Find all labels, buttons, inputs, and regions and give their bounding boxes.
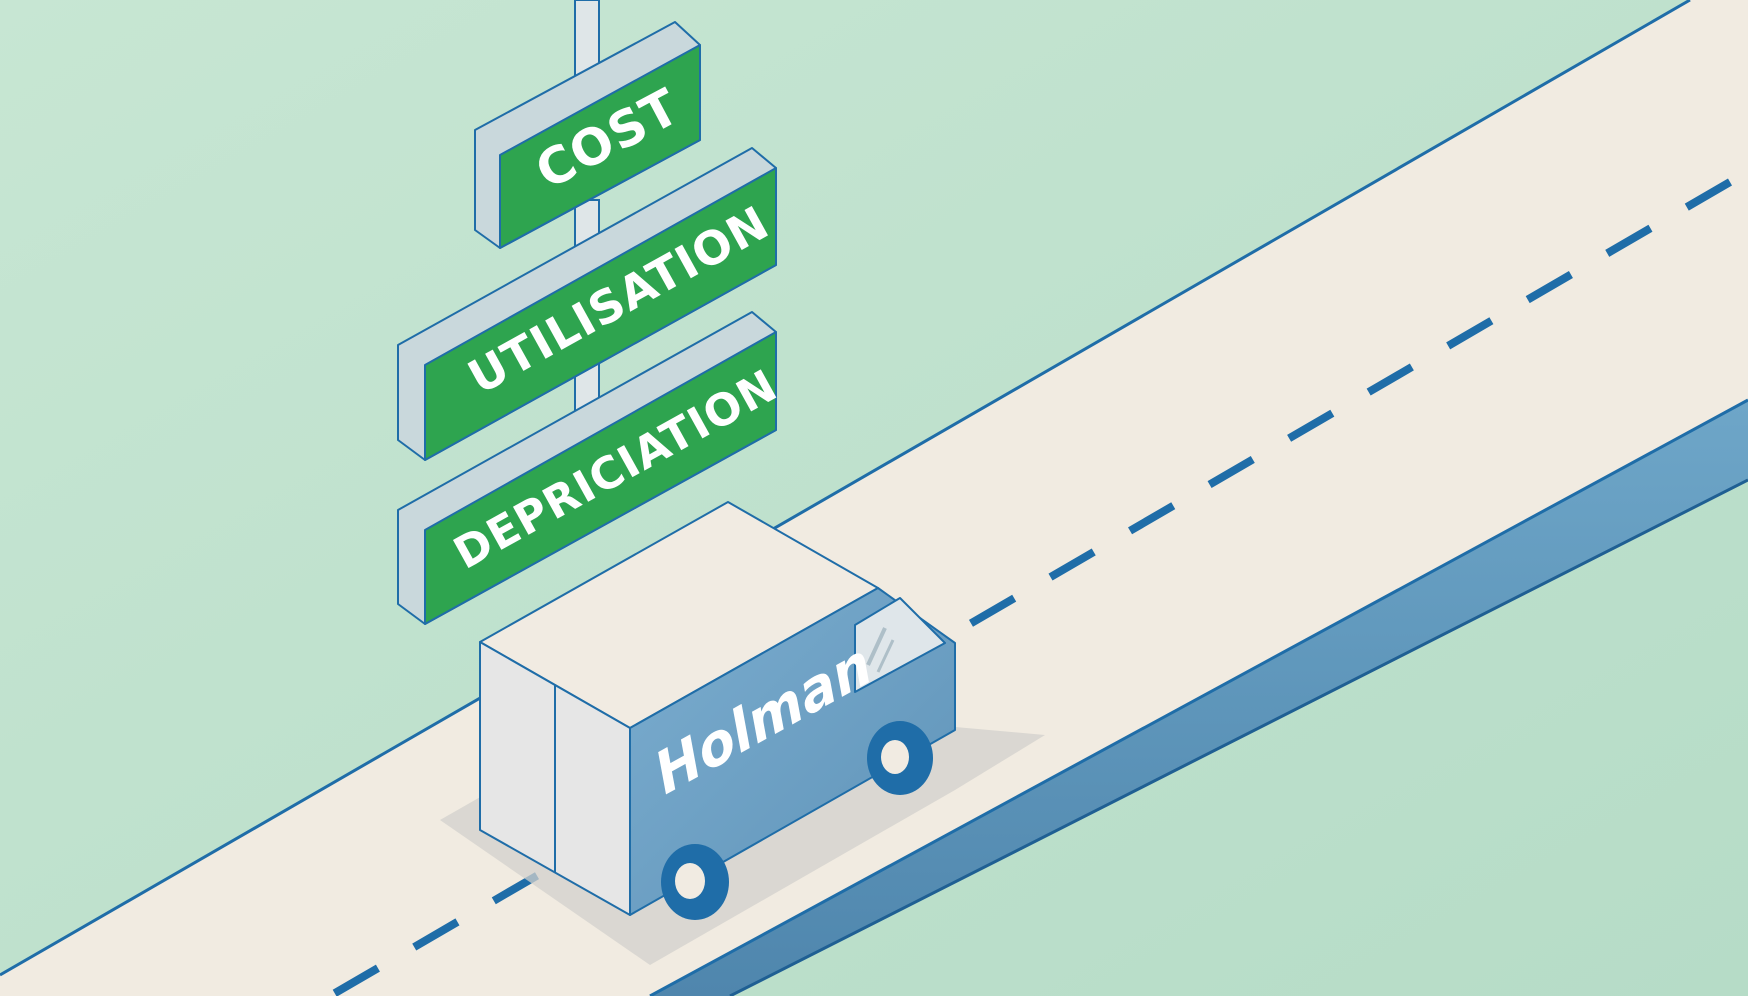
road-side-edge	[729, 478, 1748, 996]
road-far-edge	[0, 0, 1691, 977]
sign-depriciation: DEPRICIATION	[397, 311, 786, 625]
road-near-edge	[649, 398, 1748, 996]
van-front-wheel	[867, 721, 933, 795]
van-rear-wheel	[661, 844, 729, 920]
van-window	[854, 597, 946, 693]
van: Holman	[479, 501, 956, 920]
